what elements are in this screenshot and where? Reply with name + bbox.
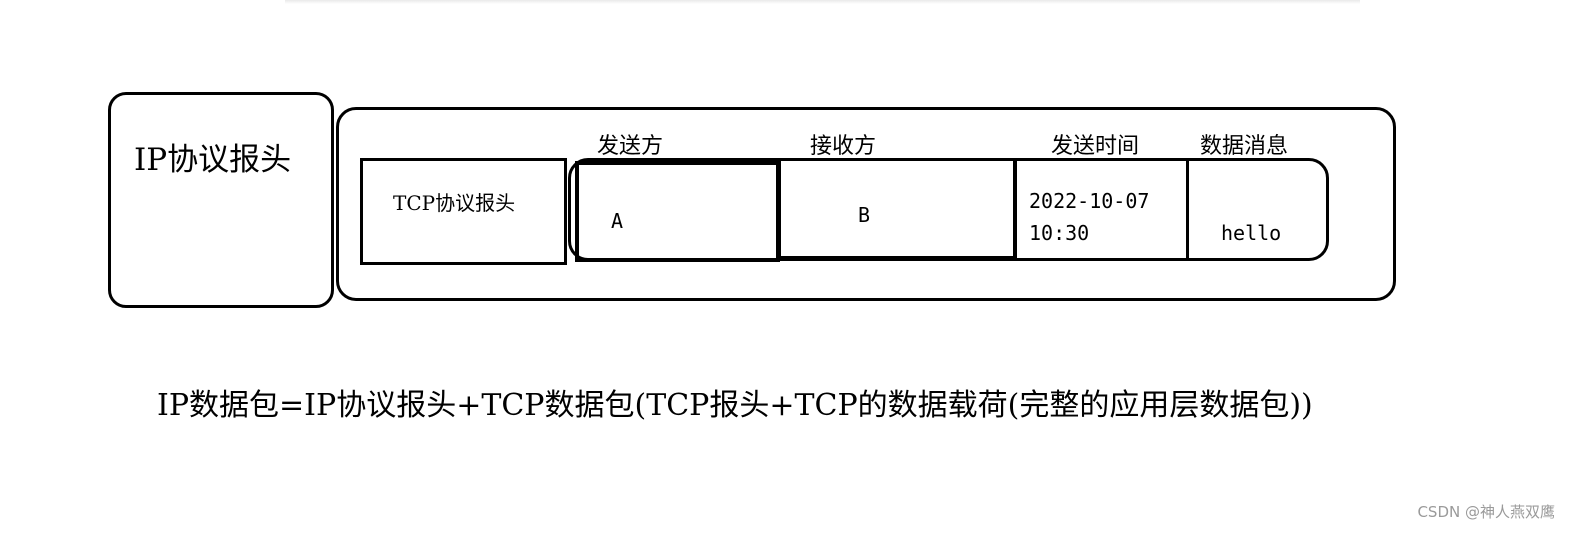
csdn-watermark: CSDN @神人燕双鹰 <box>1417 503 1555 521</box>
send-time-cell <box>1014 158 1189 261</box>
send-date-value: 2022-10-07 <box>1029 189 1150 213</box>
sender-cell <box>575 161 780 262</box>
message-value: hello <box>1221 221 1282 245</box>
receiver-value: B <box>858 203 871 227</box>
send-time-column-label: 发送时间 <box>1051 134 1140 159</box>
message-column-label: 数据消息 <box>1200 134 1289 159</box>
top-edge-shadow <box>285 0 1360 4</box>
send-time-value: 10:30 <box>1029 221 1090 245</box>
tcp-header-box <box>360 158 567 265</box>
receiver-cell <box>778 158 1016 259</box>
ip-header-label: IP协议报头 <box>134 142 292 178</box>
ip-header-box <box>108 92 334 308</box>
packet-formula-caption: IP数据包=IP协议报头+TCP数据包(TCP报头+TCP的数据载荷(完整的应用… <box>157 388 1313 423</box>
tcp-header-label: TCP协议报头 <box>393 191 516 215</box>
sender-value: A <box>611 209 624 233</box>
receiver-column-label: 接收方 <box>810 134 877 159</box>
tcp-packet-box <box>336 107 1396 301</box>
sender-column-label: 发送方 <box>597 134 664 159</box>
